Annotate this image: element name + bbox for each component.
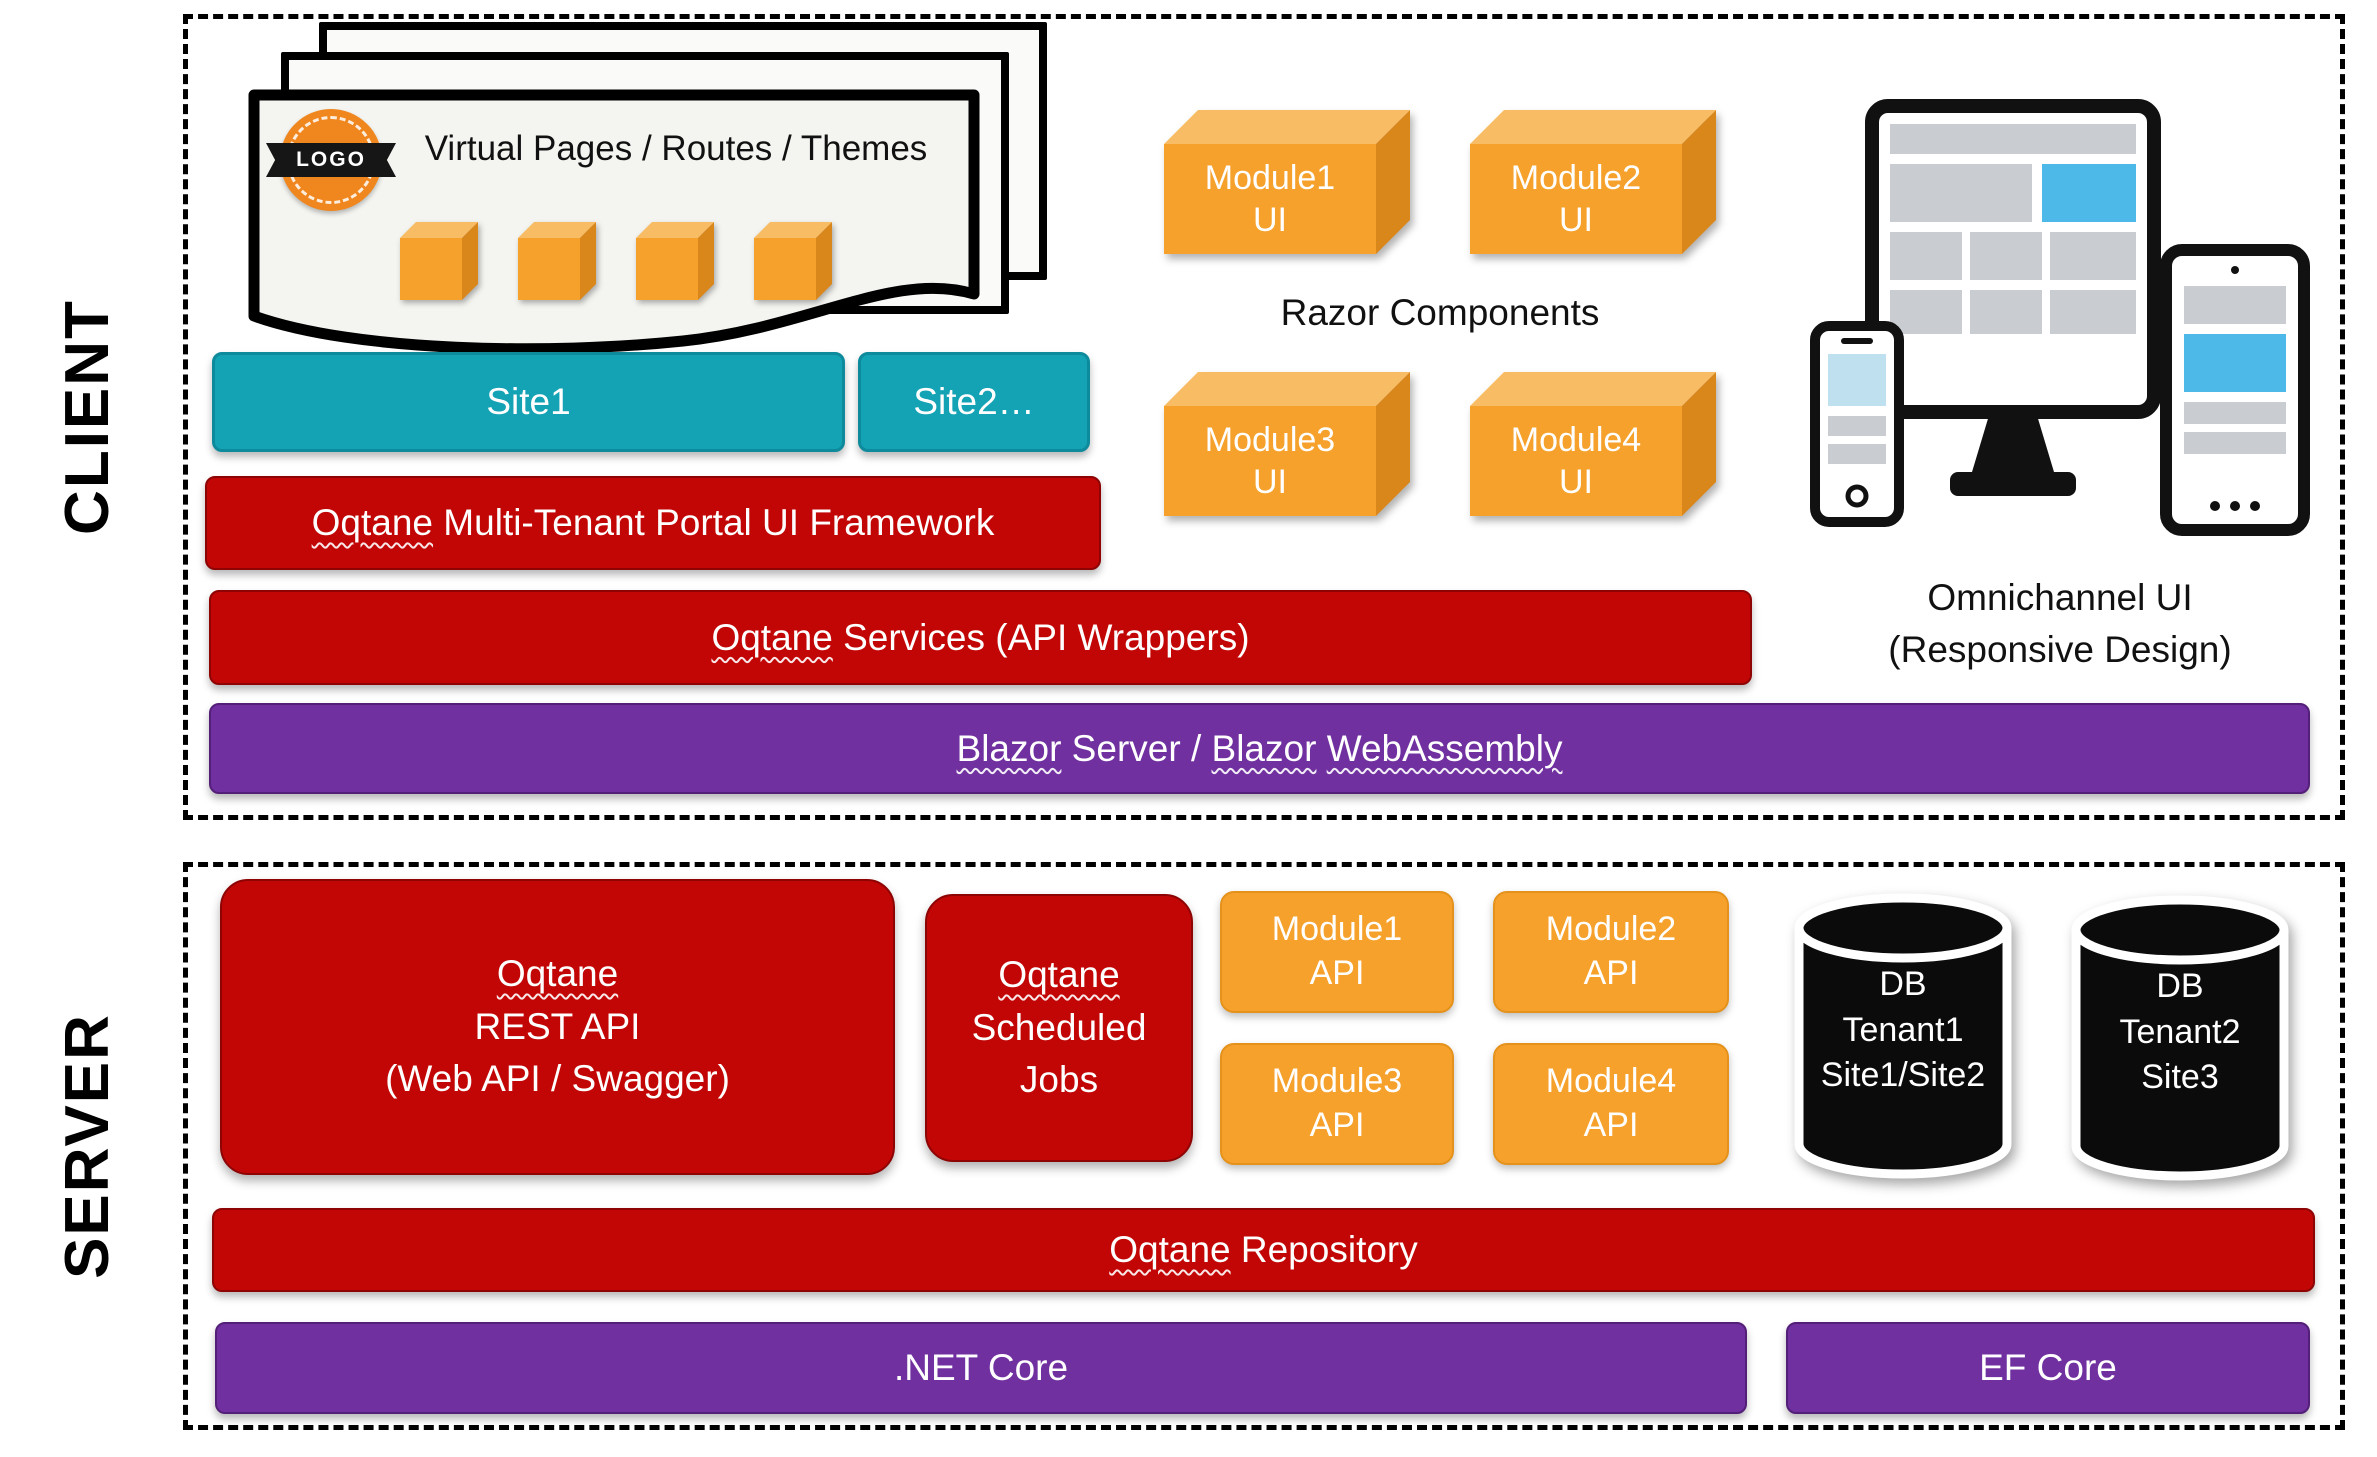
omnichannel-graphic — [1810, 99, 2310, 536]
logo-banner-text: LOGO — [266, 143, 396, 177]
module-ui-box-4: Module4 UI — [1470, 372, 1716, 516]
rest-api-line2: REST API — [474, 1005, 641, 1047]
virtual-pages-title: Virtual Pages / Routes / Themes — [424, 129, 928, 168]
cube-icon — [636, 222, 714, 300]
cube-icon — [400, 222, 478, 300]
client-section-label: CLIENT — [53, 299, 122, 535]
scheduled-jobs-line2: Scheduled — [971, 1006, 1147, 1048]
repository-bar: Oqtane Repository — [212, 1208, 2315, 1292]
rest-api-line3: (Web API / Swagger) — [385, 1058, 730, 1100]
cube-icon — [754, 222, 832, 300]
dotnet-core-label: .NET Core — [893, 1347, 1069, 1388]
cube-3d-icon — [1164, 110, 1410, 254]
module-ui-label: Module4 UI — [1510, 420, 1642, 502]
db-cylinder-1: DB Tenant1 Site1/Site2 — [1786, 890, 2020, 1186]
module-ui-label: Module1 UI — [1204, 158, 1336, 240]
phone-icon — [1810, 321, 1904, 527]
omnichannel-caption: Omnichannel UI (Responsive Design) — [1790, 572, 2330, 676]
blazor-label: Blazor Server / Blazor WebAssembly — [956, 727, 1563, 769]
scheduled-jobs-line1: Oqtane — [998, 954, 1120, 996]
ef-core-label: EF Core — [1979, 1347, 2117, 1388]
omnichannel-caption-line2: (Responsive Design) — [1888, 628, 2232, 670]
desktop-icon — [1865, 99, 2161, 496]
ef-core-bar: EF Core — [1786, 1322, 2310, 1414]
dotnet-core-bar: .NET Core — [215, 1322, 1747, 1414]
module-api-box-1: Module1 API — [1220, 891, 1454, 1013]
module-ui-box-2: Module2 UI — [1470, 110, 1716, 254]
razor-components-label: Razor Components — [1280, 292, 1600, 333]
tablet-icon — [2160, 244, 2310, 536]
blazor-bar: Blazor Server / Blazor WebAssembly — [209, 703, 2310, 794]
portal-framework-label: Oqtane Multi-Tenant Portal UI Framework — [311, 502, 995, 543]
cube-icon — [518, 222, 596, 300]
server-section-label: SERVER — [53, 1013, 122, 1279]
virtual-pages-stack: LOGO Virtual Pages / Routes / Themes — [243, 22, 1073, 367]
database-icon — [1794, 893, 2012, 1179]
cube-3d-icon — [1470, 372, 1716, 516]
db2-label: DB Tenant2 Site3 — [2119, 967, 2241, 1097]
client-section-box — [183, 14, 2345, 820]
rest-api-line1: Oqtane — [496, 953, 619, 995]
cube-3d-icon — [1470, 110, 1716, 254]
services-bar: Oqtane Services (API Wrappers) — [209, 590, 1752, 685]
module-ui-label: Module3 UI — [1204, 420, 1336, 502]
site1-label: Site1 — [486, 381, 571, 422]
logo-badge-icon: LOGO — [266, 109, 396, 211]
module-api-box-4: Module4 API — [1493, 1043, 1729, 1165]
db1-label: DB Tenant1 Site1/Site2 — [1820, 965, 1986, 1095]
db-cylinder-2: DB Tenant2 Site3 — [2063, 892, 2297, 1188]
rest-api-block: Oqtane REST API (Web API / Swagger) — [220, 879, 895, 1175]
site2-label: Site2… — [913, 381, 1035, 422]
cube-3d-icon — [1164, 372, 1410, 516]
module-ui-box-3: Module3 UI — [1164, 372, 1410, 516]
scheduled-jobs-block: Oqtane Scheduled Jobs — [925, 894, 1193, 1162]
module-ui-label: Module2 UI — [1510, 158, 1642, 240]
scheduled-jobs-line3: Jobs — [1019, 1059, 1099, 1101]
module-api-box-3: Module3 API — [1220, 1043, 1454, 1165]
site2-block: Site2… — [858, 352, 1090, 452]
server-section-box — [183, 862, 2345, 1430]
portal-framework-bar: Oqtane Multi-Tenant Portal UI Framework — [205, 476, 1101, 570]
module-api-box-2: Module2 API — [1493, 891, 1729, 1013]
module-ui-box-1: Module1 UI — [1164, 110, 1410, 254]
services-label: Oqtane Services (API Wrappers) — [711, 616, 1250, 658]
database-icon — [2071, 895, 2289, 1181]
site1-block: Site1 — [212, 352, 845, 452]
omnichannel-caption-line1: Omnichannel UI — [1927, 577, 2193, 618]
repository-label: Oqtane Repository — [1109, 1229, 1418, 1270]
